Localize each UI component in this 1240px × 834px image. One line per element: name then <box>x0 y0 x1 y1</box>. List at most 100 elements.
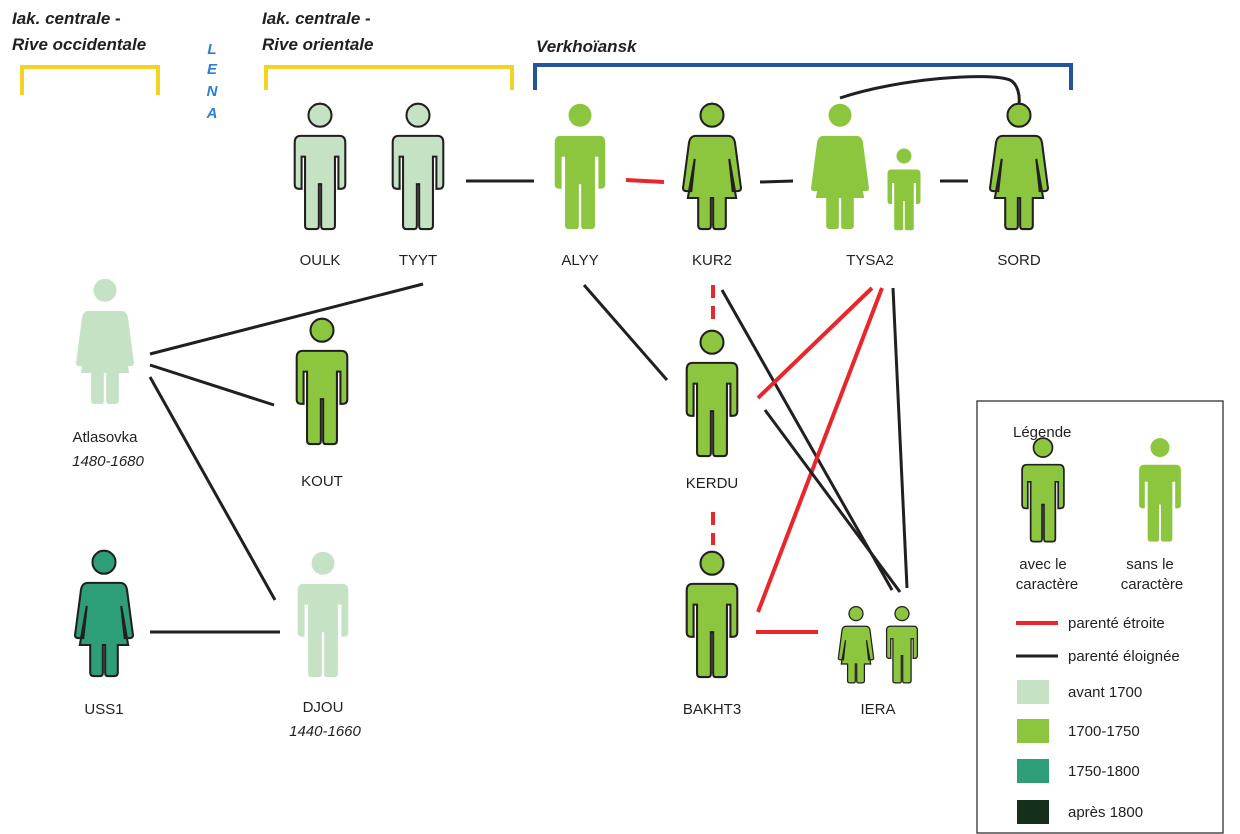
figure-head <box>311 551 335 575</box>
legend-without-character-line2: caractère <box>1121 576 1184 593</box>
legend-period-after-1800: après 1800 <box>1068 804 1143 821</box>
figure-body <box>73 581 135 678</box>
legend: Légende avec le caractère sans le caract… <box>976 400 1224 834</box>
node-kur2 <box>681 102 743 231</box>
legend-period-1750-1800: 1750-1800 <box>1068 763 1140 780</box>
figure-head <box>699 550 725 576</box>
legend-with-character-line2: caractère <box>1016 576 1079 593</box>
node-bakht3 <box>685 550 739 679</box>
figure-body <box>293 134 347 231</box>
node-label-sord: SORD <box>997 252 1041 269</box>
link-tysa2-sord-arc <box>839 75 1021 105</box>
legend-swatch-after-1800 <box>1017 800 1049 824</box>
figure-head <box>309 317 335 343</box>
legend-distant-label: parenté éloignée <box>1068 648 1180 665</box>
figure-head <box>1006 102 1032 128</box>
node-label-uss1: USS1 <box>84 701 123 718</box>
figure-body <box>887 169 921 231</box>
node-kerdu <box>685 329 739 458</box>
figure-head <box>699 329 725 355</box>
node-tysa2-child <box>887 148 921 231</box>
node-label-oulk: OULK <box>300 252 341 269</box>
legend-with-character-line1: avec le <box>1019 556 1067 573</box>
region-east-title-1: Iak. centrale - <box>262 9 371 28</box>
node-iera-male <box>885 605 919 684</box>
link-alyy-kur2 <box>625 178 665 184</box>
region-verkhoiansk-title: Verkhoïansk <box>536 37 638 56</box>
legend-swatch-before-1700 <box>1017 680 1049 704</box>
link-tysa2-bakht3 <box>756 287 884 613</box>
node-uss1 <box>73 549 135 678</box>
node-label-atlasovka: Atlasovka <box>72 429 138 446</box>
link-atlasovka-kout <box>149 363 275 407</box>
legend-figure-without-character <box>1139 438 1181 542</box>
figure-head <box>1150 438 1170 458</box>
figure-head <box>307 102 333 128</box>
link-tyyt-atlasovka <box>149 282 424 356</box>
node-label-iera: IERA <box>860 701 895 718</box>
region-west-title-1: Iak. centrale - <box>12 9 121 28</box>
region-west-title-2: Rive occidentale <box>12 35 146 54</box>
node-sord <box>988 102 1050 231</box>
link-kur2-iera <box>720 289 894 591</box>
legend-period-1700-1750: 1700-1750 <box>1068 723 1140 740</box>
figure-head <box>405 102 431 128</box>
legend-figure-with-character <box>1021 437 1065 543</box>
legend-swatch-1700-1750 <box>1017 719 1049 743</box>
region-east-title-2: Rive orientale <box>262 35 374 54</box>
figure-head <box>828 103 852 127</box>
link-tysa2-kerdu <box>756 286 874 400</box>
node-label-tyyt: TYYT <box>399 252 437 269</box>
figure-body <box>885 625 919 684</box>
legend-close-label: parenté étroite <box>1068 615 1165 632</box>
bracket-west <box>20 65 160 95</box>
figure-head <box>93 278 117 302</box>
figure-body <box>1021 463 1065 543</box>
bracket-east <box>264 65 514 90</box>
legend-without-character-line1: sans le <box>1126 556 1174 573</box>
legend-period-before-1700: avant 1700 <box>1068 684 1142 701</box>
link-tysa2-iera <box>891 287 909 589</box>
figure-head <box>848 605 864 622</box>
lena-letter-a: A <box>206 105 218 122</box>
node-date-djou: 1440-1660 <box>289 723 361 740</box>
node-date-atlasovka: 1480-1680 <box>72 453 144 470</box>
node-label-alyy: ALYY <box>561 252 598 269</box>
figure-body <box>76 310 134 405</box>
figure-body <box>811 135 869 230</box>
bracket-verkhoiansk <box>533 63 1073 90</box>
lena-letter-e: E <box>207 61 218 78</box>
lena-letter-l: L <box>207 41 216 58</box>
node-tysa2 <box>811 103 869 230</box>
lena-letter-n: N <box>207 83 219 100</box>
figure-body <box>685 361 739 458</box>
legend-swatch-1750-1800 <box>1017 759 1049 783</box>
node-kout <box>295 317 349 446</box>
figure-head <box>91 549 117 575</box>
node-label-kerdu: KERDU <box>686 475 739 492</box>
node-label-bakht3: BAKHT3 <box>683 701 741 718</box>
node-djou <box>297 551 349 678</box>
figure-body <box>988 134 1050 231</box>
figure-body <box>1139 464 1181 542</box>
node-oulk <box>293 102 347 231</box>
figure-head <box>1032 437 1054 458</box>
link-atlasovka-djou <box>148 376 277 601</box>
figure-head <box>896 148 912 164</box>
link-kur2-tysa2 <box>759 179 794 184</box>
link-kerdu-iera <box>763 409 902 593</box>
node-tyyt <box>391 102 445 231</box>
figure-body <box>295 349 349 446</box>
figure-body <box>297 583 349 678</box>
figure-body <box>391 134 445 231</box>
figure-body <box>681 134 743 231</box>
legend-title: Légende <box>1013 424 1071 441</box>
node-label-tysa2: TYSA2 <box>846 252 894 269</box>
node-alyy <box>554 103 606 230</box>
figure-body <box>554 135 606 230</box>
figure-body <box>685 582 739 679</box>
node-label-djou: DJOU <box>303 699 344 716</box>
link-alyy-kerdu <box>582 284 669 381</box>
figure-body <box>837 625 875 684</box>
